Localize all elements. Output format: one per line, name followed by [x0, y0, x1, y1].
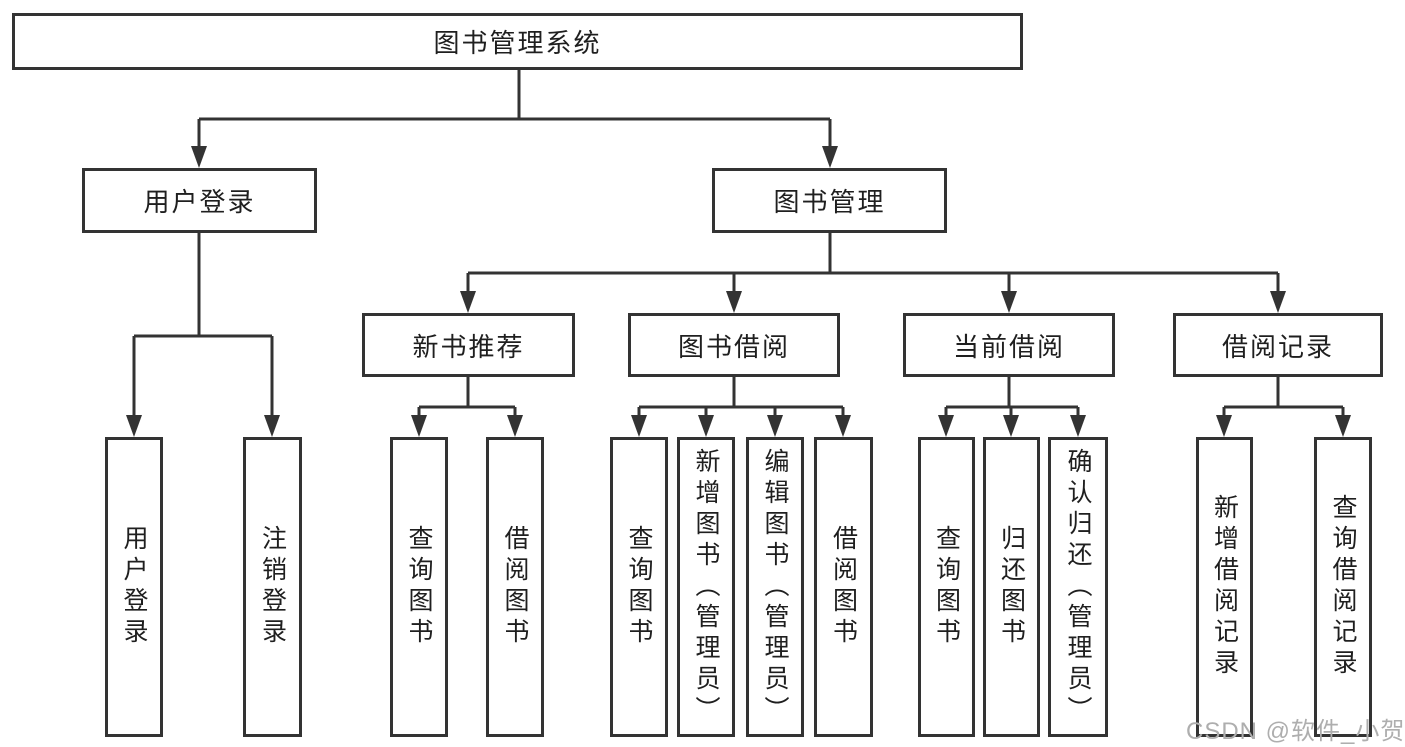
leaf-borrow-books-label: 借阅图书 [829, 525, 858, 649]
leaf-edit-book-admin: 编辑图书（管理员） [746, 437, 804, 737]
node-borrow-records: 借阅记录 [1173, 313, 1383, 377]
leaf-borrow-books-recommend-label: 借阅图书 [501, 525, 529, 649]
csdn-watermark: CSDN @软件_小贺同学 [1186, 718, 1405, 745]
node-library-system: 图书管理系统 [12, 13, 1023, 70]
leaf-borrow-books-recommend: 借阅图书 [486, 437, 544, 737]
node-book-borrow: 图书借阅 [628, 313, 840, 377]
leaf-confirm-return-admin-label: 确认归还（管理员） [1064, 447, 1092, 727]
node-user-login: 用户登录 [82, 168, 317, 233]
leaf-confirm-return-admin: 确认归还（管理员） [1048, 437, 1108, 737]
leaf-query-borrow-record: 查询借阅记录 [1314, 437, 1372, 737]
leaf-add-borrow-record-label: 新增借阅记录 [1210, 494, 1239, 680]
leaf-add-book-admin-label: 新增图书（管理员） [692, 447, 720, 727]
leaf-query-books-recommend: 查询图书 [390, 437, 448, 737]
leaf-borrow-books: 借阅图书 [814, 437, 873, 737]
leaf-edit-book-admin-label: 编辑图书（管理员） [761, 447, 789, 727]
leaf-return-book-label: 归还图书 [997, 525, 1026, 649]
node-book-management: 图书管理 [712, 168, 947, 233]
node-new-book-recommend: 新书推荐 [362, 313, 575, 377]
leaf-return-book: 归还图书 [983, 437, 1040, 737]
leaf-user-login: 用户登录 [105, 437, 163, 737]
leaf-logout: 注销登录 [243, 437, 302, 737]
leaf-query-books-recommend-label: 查询图书 [405, 525, 433, 649]
arrowheads [126, 146, 1351, 437]
leaf-query-books-borrow-label: 查询图书 [625, 525, 653, 649]
leaf-query-books-borrow: 查询图书 [610, 437, 668, 737]
node-current-borrow: 当前借阅 [903, 313, 1115, 377]
leaf-logout-label: 注销登录 [258, 525, 287, 649]
leaf-add-borrow-record: 新增借阅记录 [1196, 437, 1253, 737]
leaf-query-books-current-label: 查询图书 [932, 525, 961, 649]
leaf-user-login-label: 用户登录 [120, 525, 148, 649]
leaf-query-books-current: 查询图书 [918, 437, 975, 737]
leaf-query-borrow-record-label: 查询借阅记录 [1329, 494, 1357, 680]
leaf-add-book-admin: 新增图书（管理员） [677, 437, 735, 737]
